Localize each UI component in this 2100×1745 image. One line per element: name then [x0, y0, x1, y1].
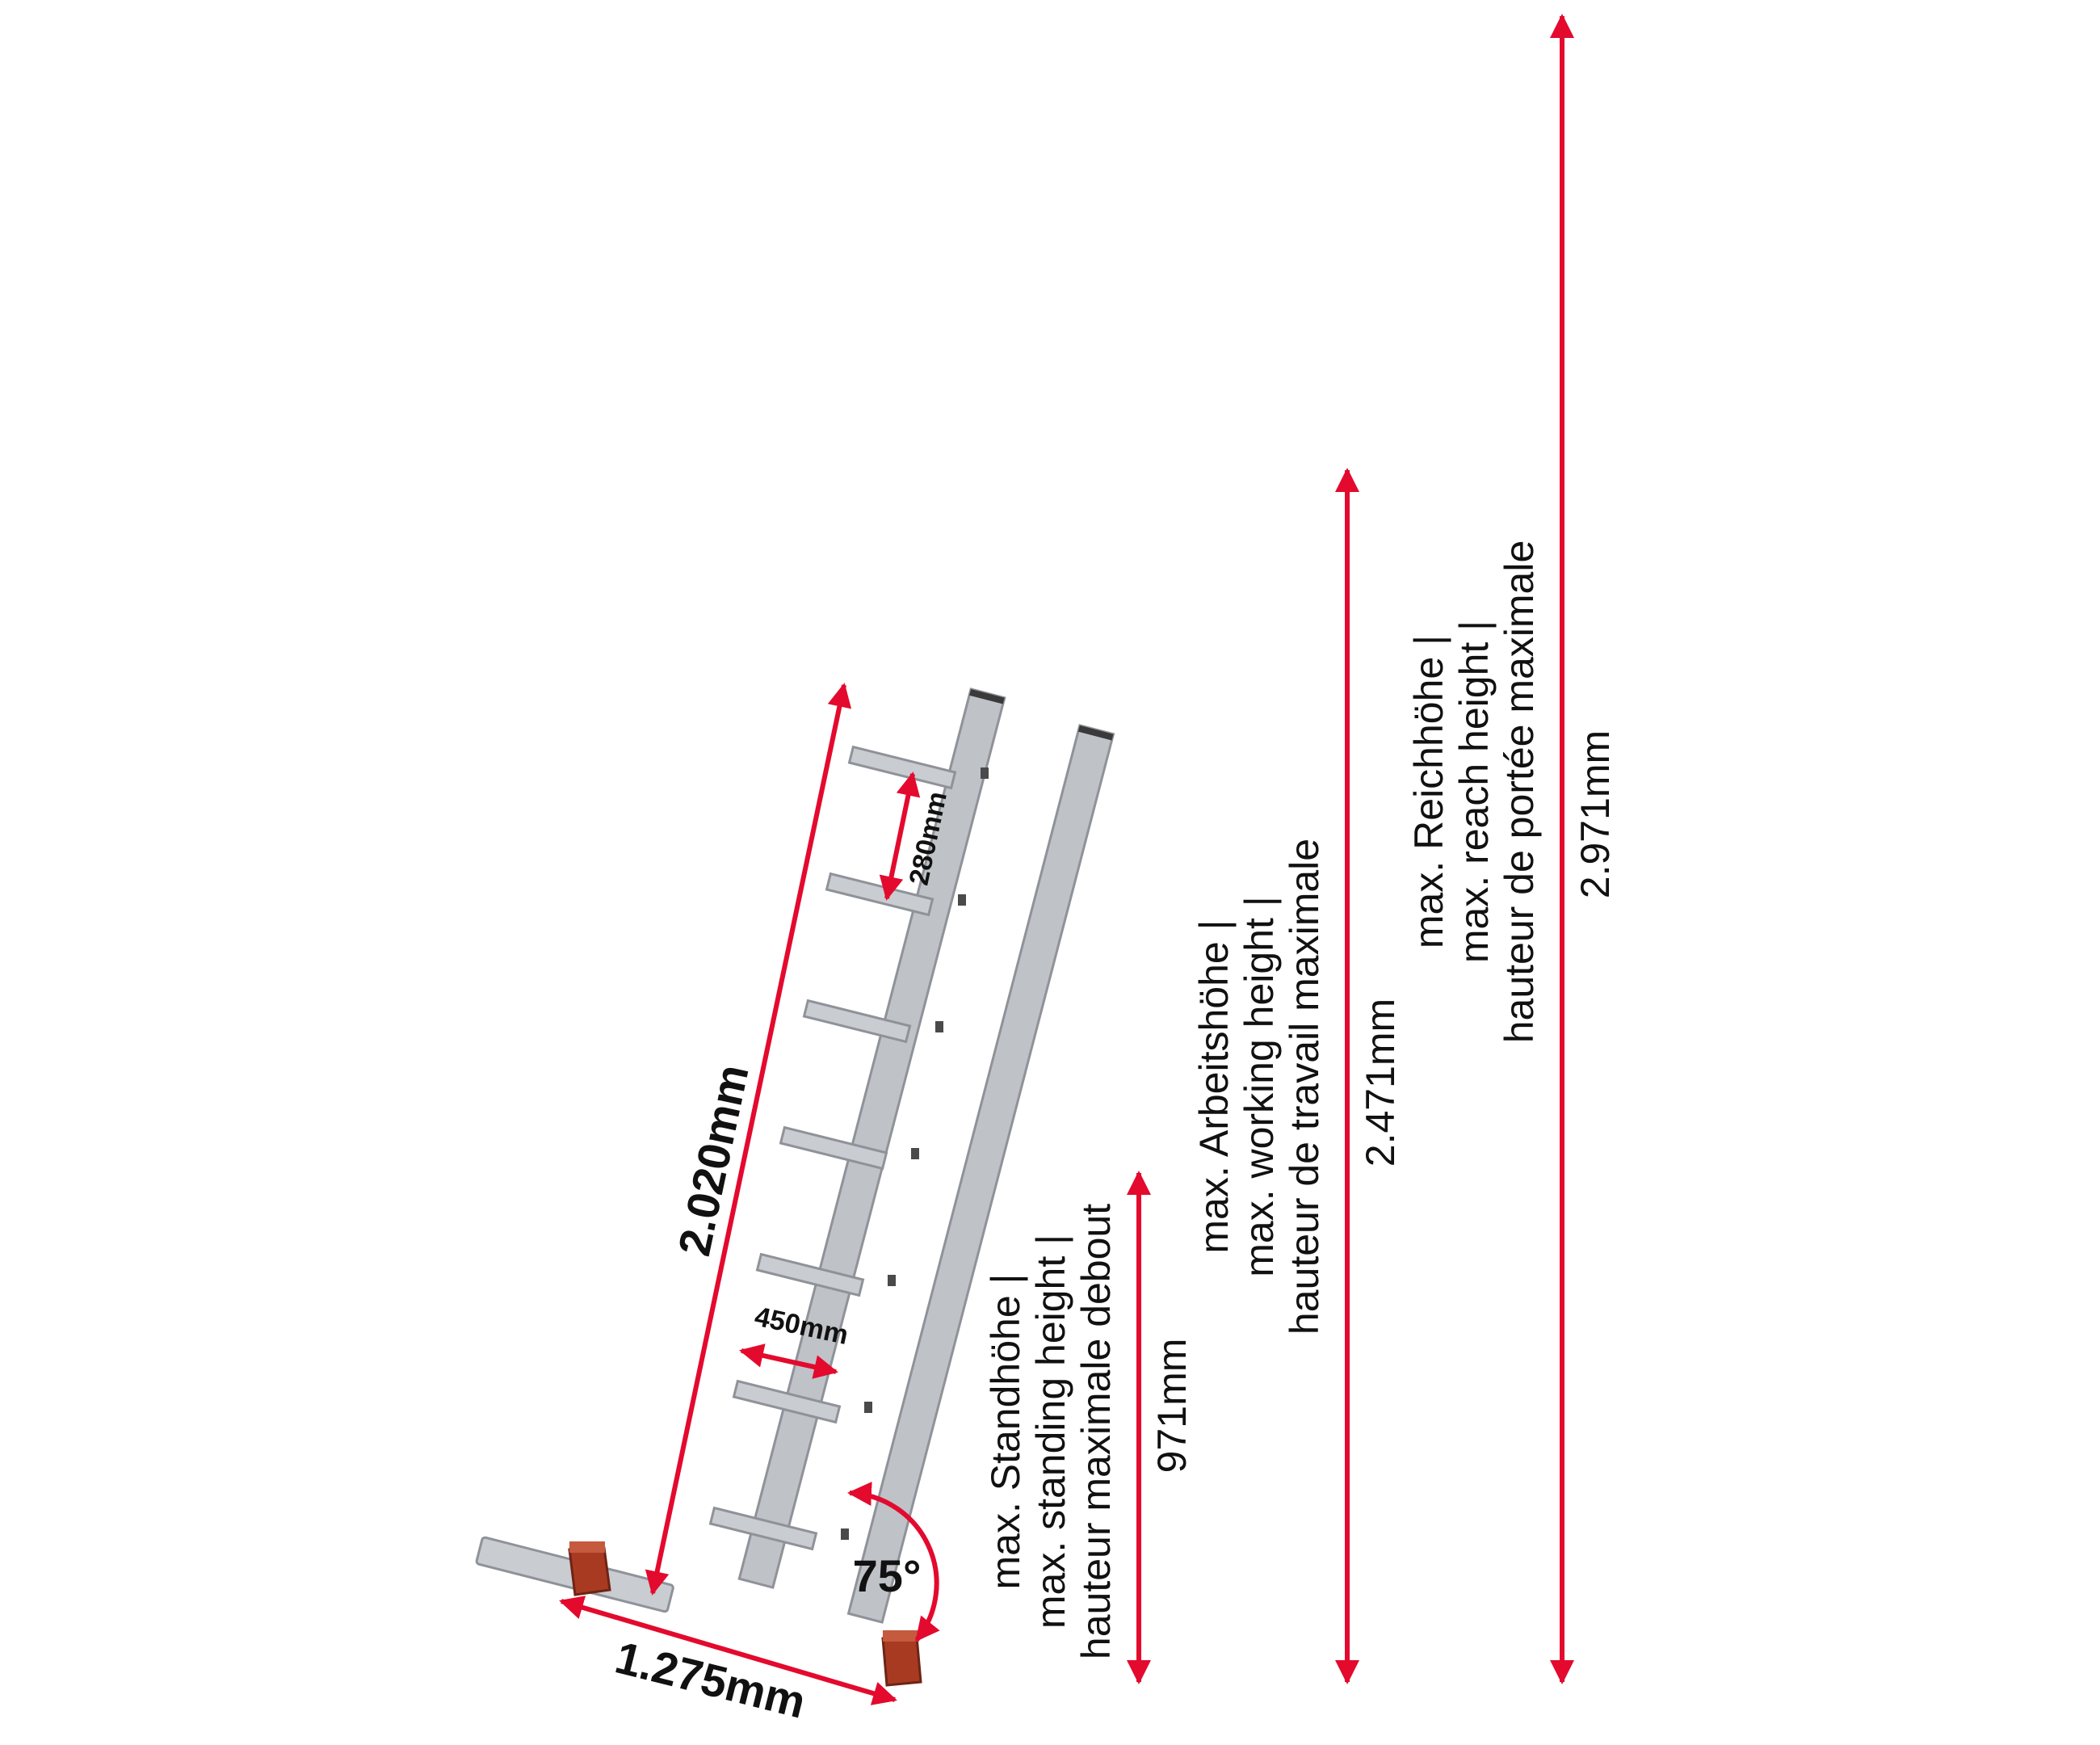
reach-label-line2: max. reach height | — [1451, 620, 1497, 963]
working-label-line1: max. Arbeitshöhe | — [1191, 919, 1237, 1253]
working-label-line2: max. working height | — [1237, 896, 1282, 1277]
working-value: 2.471mm — [1358, 999, 1403, 1167]
angle-label: 75° — [853, 1550, 922, 1601]
reach-value: 2.971mm — [1573, 730, 1618, 898]
reach-label-line1: max. Reichhöhe | — [1406, 635, 1451, 948]
standing-height-group: max. Standhöhe | max. standing height | … — [983, 1171, 1195, 1684]
ladder-rail-left — [737, 687, 1006, 1589]
rung — [847, 745, 957, 790]
standing-label-line1: max. Standhöhe | — [983, 1273, 1028, 1589]
reach-label-line3: hauteur de portée maximale — [1497, 540, 1542, 1044]
reach-height-group: max. Reichhöhe | max. reach height | hau… — [1406, 13, 1618, 1684]
standing-label-line2: max. standing height | — [1028, 1234, 1073, 1629]
base-width-dimension: 1.275mm — [559, 1596, 897, 1728]
working-label-line3: hauteur de travail maximale — [1282, 839, 1327, 1335]
angle-dimension: 75° — [847, 1482, 940, 1642]
standing-value: 971mm — [1149, 1339, 1195, 1474]
ladder-foot-left — [568, 1541, 611, 1596]
standing-label-line3: hauteur maximale debout — [1073, 1204, 1119, 1659]
working-height-group: max. Arbeitshöhe | max. working height |… — [1191, 468, 1403, 1684]
